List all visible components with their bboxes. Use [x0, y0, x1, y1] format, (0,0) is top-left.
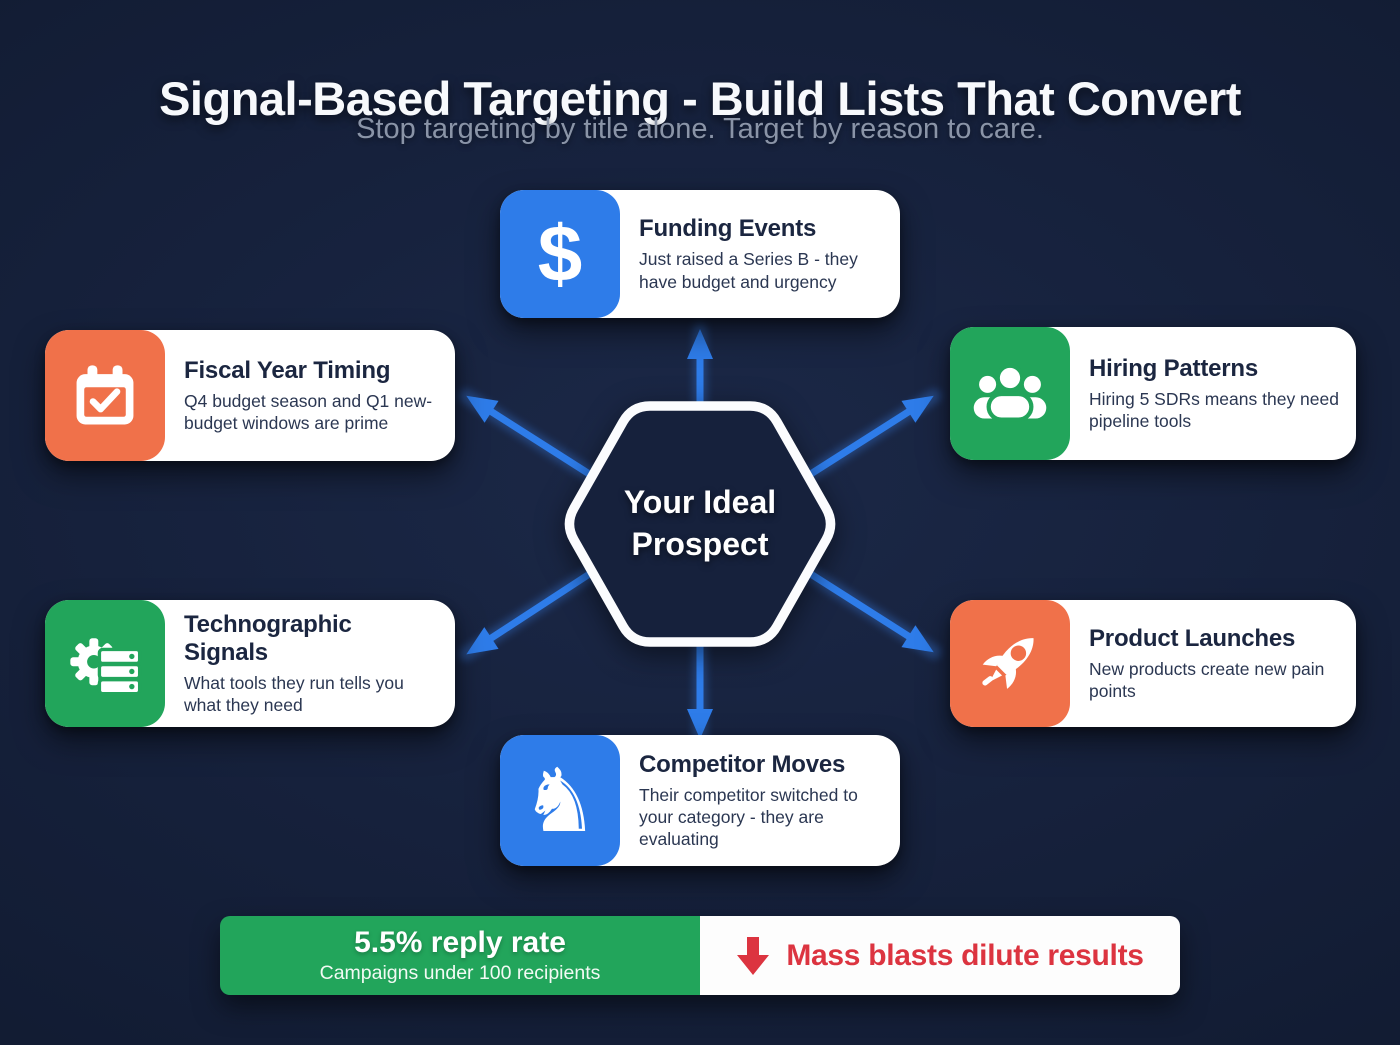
knight-icon: ♞ — [500, 735, 620, 866]
card-desc: New products create new pain points — [1089, 658, 1325, 701]
card-title: Funding Events — [639, 215, 817, 243]
card-text: Competitor Moves Their competitor switch… — [620, 735, 900, 866]
card-technographic-signals: Technographic Signals What tools they ru… — [45, 600, 455, 727]
arrow-fiscal-year-timing — [466, 395, 596, 480]
card-desc: Q4 budget season and Q1 new-budget windo… — [184, 390, 433, 433]
arrow-product-launches — [804, 568, 934, 653]
down-arrow-icon — [737, 936, 770, 975]
center-hexagon-label: Your Ideal Prospect — [623, 484, 777, 563]
page-subtitle: Stop targeting by title alone. Target by… — [356, 113, 1044, 145]
arrows — [466, 329, 934, 739]
center-hexagon — [564, 401, 836, 647]
card-text: Fiscal Year Timing Q4 budget season and … — [165, 330, 455, 461]
dollar-glyph: $ — [537, 209, 583, 298]
dollar-icon: $ — [500, 190, 620, 318]
card-title: Hiring Patterns — [1089, 354, 1259, 382]
card-text: Hiring Patterns Hiring 5 SDRs means they… — [1070, 327, 1356, 460]
stat-value: 5.5% reply rate — [354, 925, 566, 959]
gear-server-icon — [45, 600, 165, 727]
card-title: Competitor Moves — [639, 750, 846, 778]
card-desc: Their competitor switched to your catego… — [639, 784, 858, 850]
card-product-launches: Product Launches New products create new… — [950, 600, 1356, 727]
people-group-icon — [950, 327, 1070, 460]
rocket-glyph — [982, 637, 1034, 689]
card-text: Funding Events Just raised a Series B - … — [620, 190, 900, 318]
warning-text: Mass blasts dilute results — [786, 938, 1144, 972]
card-desc: What tools they run tells you what they … — [184, 672, 404, 715]
warning-note: Mass blasts dilute results — [700, 916, 1180, 995]
footer-stat-bar: 5.5% reply rate Campaigns under 100 reci… — [220, 916, 1180, 995]
card-competitor-moves: ♞ Competitor Moves Their competitor swit… — [500, 735, 900, 866]
calendar-check-glyph — [76, 364, 134, 424]
calendar-check-icon — [45, 330, 165, 461]
card-text: Technographic Signals What tools they ru… — [165, 600, 455, 727]
people-group-glyph — [973, 363, 1047, 422]
gear-server-glyph — [70, 637, 142, 695]
card-desc: Just raised a Series B - they have budge… — [639, 249, 858, 292]
card-title: Technographic Signals — [184, 610, 352, 666]
card-title: Product Launches — [1089, 624, 1296, 652]
rocket-icon — [950, 600, 1070, 727]
knight-glyph: ♞ — [520, 748, 600, 852]
card-funding-events: $ Funding Events Just raised a Series B … — [500, 190, 900, 318]
card-desc: Hiring 5 SDRs means they need pipeline t… — [1089, 388, 1339, 431]
card-title: Fiscal Year Timing — [184, 356, 391, 384]
page-title: Signal-Based Targeting - Build Lists Tha… — [159, 72, 1241, 126]
card-fiscal-year-timing: Fiscal Year Timing Q4 budget season and … — [45, 330, 455, 461]
card-hiring-patterns: Hiring Patterns Hiring 5 SDRs means they… — [950, 327, 1356, 460]
arrow-hiring-patterns — [804, 395, 934, 480]
card-text: Product Launches New products create new… — [1070, 600, 1356, 727]
arrow-technographic-signals — [466, 568, 596, 655]
stat-caption: Campaigns under 100 recipients — [319, 962, 601, 985]
reply-rate-stat: 5.5% reply rate Campaigns under 100 reci… — [220, 916, 700, 995]
